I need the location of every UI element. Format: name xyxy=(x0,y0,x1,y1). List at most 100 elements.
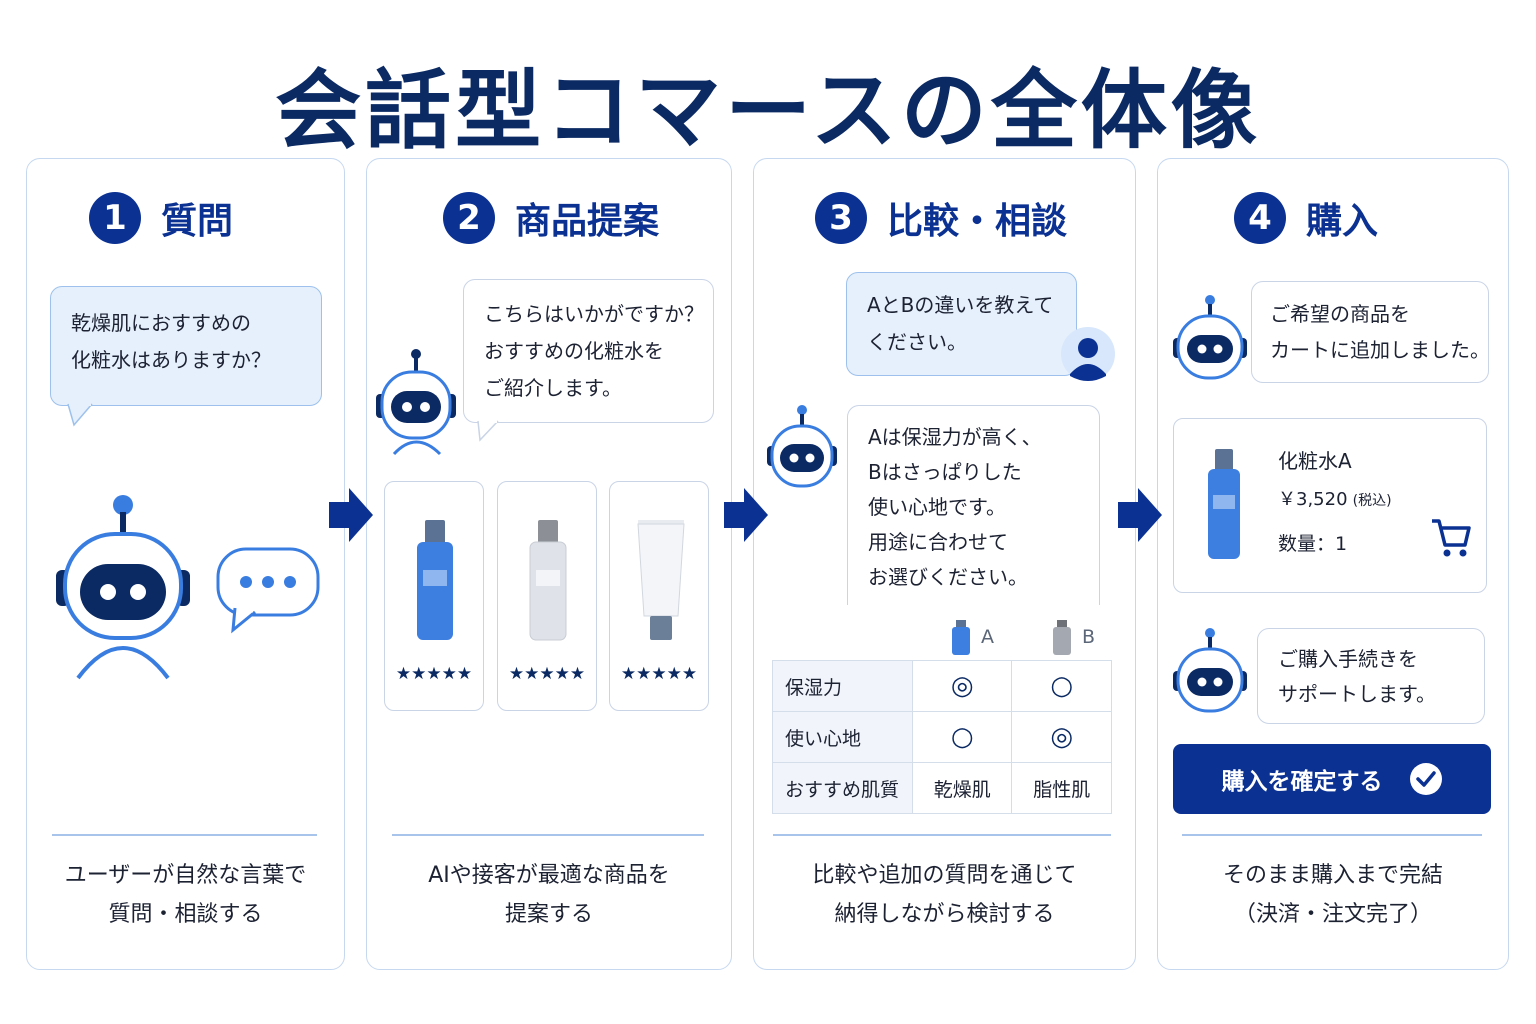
step-3-number: 3 xyxy=(815,192,867,244)
product-price-row: ￥3,520 (税込) xyxy=(1278,485,1392,511)
bubble-line: 用途に合わせて xyxy=(868,530,1008,554)
bottle-a-icon xyxy=(952,620,970,655)
column-b-label: B xyxy=(1082,626,1096,648)
page-title: 会話型コマースの全体像 xyxy=(275,61,1261,161)
cell-b: ◎ xyxy=(1011,711,1112,763)
product-name: 化粧水A xyxy=(1278,449,1352,473)
bubble-line: おすすめの化粧水を xyxy=(484,339,664,363)
bubble-line: お選びください。 xyxy=(868,565,1028,589)
step-2-caption: AIや接客が最適な商品を 提案する xyxy=(366,856,732,934)
step-2-number: 2 xyxy=(443,192,495,244)
caption-line: 提案する xyxy=(504,902,593,927)
bubble-line: サポートします。 xyxy=(1278,682,1436,706)
step-1-caption: ユーザーが自然な言葉で 質問・相談する xyxy=(26,856,345,934)
rating-stars: ★★★★★ xyxy=(508,664,586,684)
bubble-line: AとBの違いを教えて xyxy=(867,293,1054,317)
rating-stars: ★★★★★ xyxy=(395,664,473,684)
bot-support-bubble: ご購入手続きを サポートします。 xyxy=(1257,628,1485,724)
bot-compare-bubble: Aは保湿力が高く、 Bはさっぱりした 使い心地です。 用途に合わせて お選びくだ… xyxy=(847,405,1100,605)
typing-dots-icon xyxy=(216,547,320,634)
caption-line: そのまま購入まで完結 xyxy=(1222,863,1443,888)
step-3-label: 比較・相談 xyxy=(887,201,1068,242)
robot-icon xyxy=(1173,295,1247,380)
blue-bottle-icon xyxy=(417,520,453,640)
bot-cart-bubble: ご希望の商品を カートに追加しました。 xyxy=(1251,281,1490,383)
user-compare-bubble: AとBの違いを教えて ください。 xyxy=(846,272,1077,376)
bubble-line: 化粧水はありますか？ xyxy=(71,348,271,372)
bubble-line: ご紹介します。 xyxy=(484,376,622,400)
step-1-divider xyxy=(52,834,317,836)
blue-bottle-icon xyxy=(1208,449,1240,559)
bubble-line: Bはさっぱりした xyxy=(868,460,1022,484)
cart-product-card[interactable]: 化粧水A ￥3,520 (税込) 数量：1 xyxy=(1173,418,1487,593)
row-label: おすすめ肌質 xyxy=(772,762,913,814)
row-label: 使い心地 xyxy=(772,711,913,763)
cell-a: ◎ xyxy=(911,660,1013,712)
product-card[interactable]: ★★★★★ xyxy=(497,481,597,711)
step-4-caption: そのまま購入まで完結 （決済・注文完了） xyxy=(1157,856,1509,934)
step-1-header: 1 質問 xyxy=(89,192,233,244)
user-avatar-icon xyxy=(1061,327,1115,381)
step-4-header: 4 購入 xyxy=(1234,192,1378,244)
step-1-number: 1 xyxy=(89,192,141,244)
bubble-line: 使い心地です。 xyxy=(868,495,1006,519)
table-row: 保湿力 ◎ ○ xyxy=(772,660,1112,712)
bubble-line: ください。 xyxy=(867,330,967,354)
robot-icon xyxy=(767,405,837,488)
confirm-purchase-label: 購入を確定する xyxy=(1221,768,1383,794)
step-3-divider xyxy=(773,834,1111,836)
robot-icon xyxy=(56,495,190,680)
arrow-right-icon xyxy=(1118,488,1162,542)
product-card[interactable]: ★★★★★ xyxy=(384,481,484,711)
step-2-header: 2 商品提案 xyxy=(443,192,659,244)
bubble-line: ご購入手続きを xyxy=(1278,647,1418,671)
white-bottle-icon xyxy=(529,520,567,641)
robot-icon xyxy=(376,349,456,456)
robot-icon xyxy=(1173,628,1247,713)
step-4-number: 4 xyxy=(1234,192,1286,244)
row-label: 保湿力 xyxy=(772,660,913,712)
caption-line: 納得しながら検討する xyxy=(834,902,1055,927)
confirm-purchase-button[interactable]: 購入を確定する xyxy=(1173,744,1491,814)
check-circle-icon xyxy=(1409,763,1442,795)
cell-b: 脂性肌 xyxy=(1011,762,1112,814)
table-row: おすすめ肌質 乾燥肌 脂性肌 xyxy=(772,762,1112,814)
caption-line: ユーザーが自然な言葉で xyxy=(64,863,307,888)
caption-line: （決済・注文完了） xyxy=(1233,902,1432,927)
caption-line: 質問・相談する xyxy=(108,902,263,927)
arrow-right-icon xyxy=(724,488,768,542)
tube-icon xyxy=(637,520,685,640)
cart-icon[interactable] xyxy=(1428,515,1472,559)
column-a-label: A xyxy=(981,626,994,648)
caption-line: AIや接客が最適な商品を xyxy=(428,863,670,888)
cell-a: 乾燥肌 xyxy=(911,762,1013,814)
caption-line: 比較や追加の質問を通じて xyxy=(812,863,1077,888)
bubble-tail-icon xyxy=(67,403,93,427)
product-price: ￥3,520 xyxy=(1278,489,1348,510)
arrow-right-icon xyxy=(329,488,373,542)
product-tax-note: (税込) xyxy=(1352,493,1392,509)
bubble-tail-icon xyxy=(477,420,499,442)
bubble-line: こちらはいかがですか？ xyxy=(484,302,704,326)
bubble-line: ご希望の商品を xyxy=(1270,302,1410,326)
bubble-line: カートに追加しました。 xyxy=(1270,338,1490,362)
step-4-label: 購入 xyxy=(1306,201,1379,242)
product-card[interactable]: ★★★★★ xyxy=(609,481,709,711)
comparison-table: 保湿力 ◎ ○ 使い心地 ○ ◎ おすすめ肌質 乾燥肌 脂性肌 xyxy=(772,660,1112,814)
step-3-caption: 比較や追加の質問を通じて 納得しながら検討する xyxy=(753,856,1136,934)
step-2-divider xyxy=(392,834,704,836)
table-row: 使い心地 ○ ◎ xyxy=(772,711,1112,763)
bot-suggestion-bubble: こちらはいかがですか？ おすすめの化粧水を ご紹介します。 xyxy=(463,279,714,423)
bubble-line: Aは保湿力が高く、 xyxy=(868,425,1042,449)
step-2-label: 商品提案 xyxy=(515,201,660,242)
user-question-bubble: 乾燥肌におすすめの 化粧水はありますか？ xyxy=(50,286,322,406)
bottle-b-icon xyxy=(1053,620,1071,655)
bubble-line: 乾燥肌におすすめの xyxy=(71,311,251,335)
rating-stars: ★★★★★ xyxy=(620,664,698,684)
step-4-divider xyxy=(1182,834,1482,836)
cell-a: ○ xyxy=(911,711,1013,763)
step-1-label: 質問 xyxy=(161,201,234,242)
product-quantity: 数量：1 xyxy=(1278,533,1348,555)
step-3-header: 3 比較・相談 xyxy=(815,192,1067,244)
cell-b: ○ xyxy=(1011,660,1112,712)
